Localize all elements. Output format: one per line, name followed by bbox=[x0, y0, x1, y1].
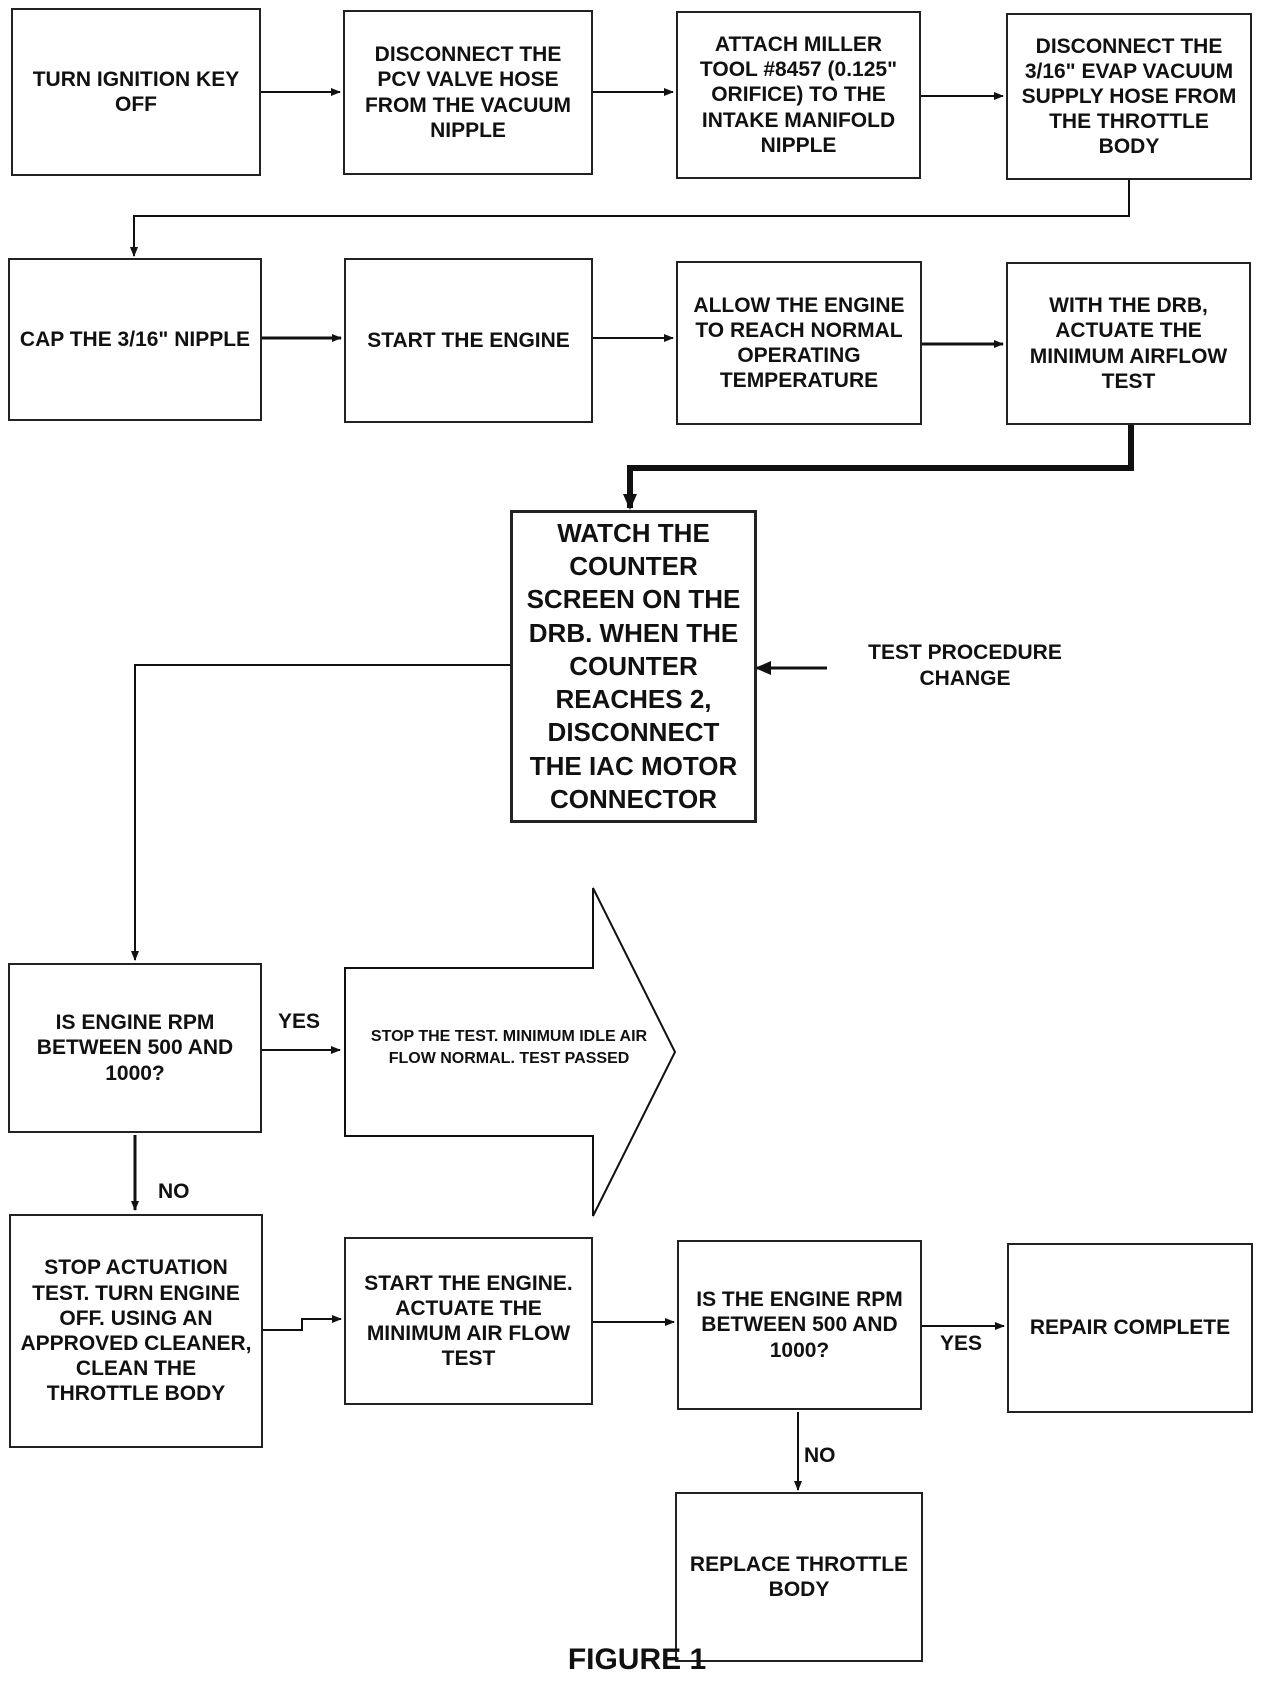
step-clean-throttle-body: STOP ACTUATION TEST. TURN ENGINE OFF. US… bbox=[9, 1214, 263, 1448]
decision-text: IS THE ENGINE RPM BETWEEN 500 AND 1000? bbox=[696, 1288, 903, 1362]
step-text: CAP THE 3/16" NIPPLE bbox=[19, 327, 251, 351]
step-text: STOP ACTUATION TEST. TURN ENGINE OFF. US… bbox=[20, 1256, 252, 1406]
connector-n4-n5 bbox=[130, 180, 1130, 257]
step-restart-and-actuate: START THE ENGINE. ACTUATE THE MINIMUM AI… bbox=[344, 1237, 593, 1405]
result-text: REPAIR COMPLETE bbox=[1029, 1316, 1231, 1340]
connector-n9-n10 bbox=[131, 664, 510, 961]
step-watch-counter-screen: WATCH THE COUNTER SCREEN ON THE DRB. WHE… bbox=[510, 510, 757, 823]
no-label-2: NO bbox=[804, 1444, 836, 1467]
step-text: START THE ENGINE bbox=[367, 328, 570, 352]
step-cap-nipple: CAP THE 3/16" NIPPLE bbox=[8, 258, 262, 421]
result-test-passed: STOP THE TEST. MINIMUM IDLE AIR FLOW NOR… bbox=[370, 1028, 648, 1067]
decision-rpm-check-1: IS ENGINE RPM BETWEEN 500 AND 1000? bbox=[8, 963, 262, 1133]
step-text: ATTACH MILLER TOOL #8457 (0.125" ORIFICE… bbox=[699, 33, 898, 157]
step-text: START THE ENGINE. ACTUATE THE MINIMUM AI… bbox=[364, 1271, 573, 1371]
step-disconnect-evap-hose: DISCONNECT THE 3/16" EVAP VACUUM SUPPLY … bbox=[1006, 13, 1252, 180]
no-label-1: NO bbox=[158, 1180, 190, 1203]
big-arrow-shape bbox=[344, 887, 677, 1217]
step-text: WITH THE DRB, ACTUATE THE MINIMUM AIRFLO… bbox=[1029, 294, 1228, 393]
step-attach-miller-tool: ATTACH MILLER TOOL #8457 (0.125" ORIFICE… bbox=[676, 11, 921, 179]
step-text: ALLOW THE ENGINE TO REACH NORMAL OPERATI… bbox=[693, 293, 905, 393]
decision-text: IS ENGINE RPM BETWEEN 500 AND 1000? bbox=[36, 1011, 234, 1085]
yes-label-2: YES bbox=[940, 1332, 983, 1355]
step-text: TURN IGNITION KEY OFF bbox=[32, 67, 240, 116]
connector-n12-n13 bbox=[263, 1315, 342, 1331]
figure-caption: FIGURE 1 bbox=[567, 1643, 707, 1676]
step-text: DISCONNECT THE PCV VALVE HOSE FROM THE V… bbox=[364, 43, 572, 142]
yes-label-1: YES bbox=[278, 1010, 321, 1033]
test-procedure-change-note: TEST PROCEDURE CHANGE bbox=[868, 641, 1062, 691]
connector-n8-n9 bbox=[623, 425, 1134, 510]
decision-rpm-check-2: IS THE ENGINE RPM BETWEEN 500 AND 1000? bbox=[677, 1240, 922, 1410]
result-replace-throttle-body: REPLACE THROTTLE BODY bbox=[675, 1492, 923, 1662]
step-text: DISCONNECT THE 3/16" EVAP VACUUM SUPPLY … bbox=[1021, 34, 1237, 159]
step-start-engine: START THE ENGINE bbox=[344, 258, 593, 423]
step-text: WATCH THE COUNTER SCREEN ON THE DRB. WHE… bbox=[526, 517, 741, 814]
step-turn-ignition-off: TURN IGNITION KEY OFF bbox=[11, 8, 261, 176]
step-reach-operating-temp: ALLOW THE ENGINE TO REACH NORMAL OPERATI… bbox=[676, 261, 922, 425]
step-actuate-min-airflow-test: WITH THE DRB, ACTUATE THE MINIMUM AIRFLO… bbox=[1006, 262, 1251, 425]
result-repair-complete: REPAIR COMPLETE bbox=[1007, 1243, 1253, 1413]
step-disconnect-pcv-hose: DISCONNECT THE PCV VALVE HOSE FROM THE V… bbox=[343, 10, 593, 175]
result-text: REPLACE THROTTLE BODY bbox=[689, 1552, 909, 1601]
